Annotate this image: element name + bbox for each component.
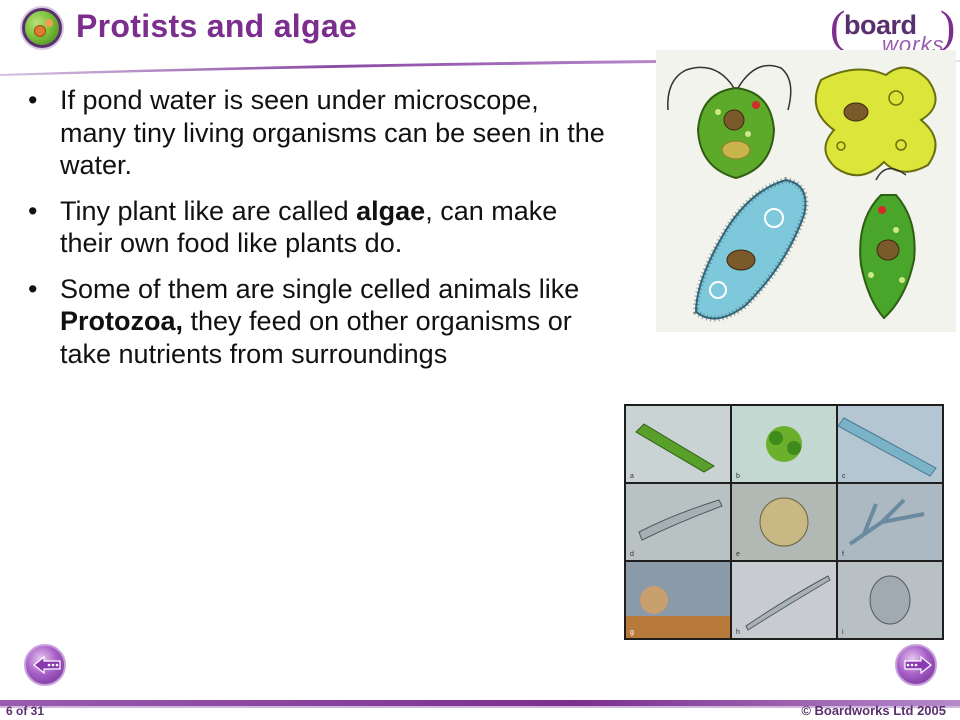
left-arrow-icon — [33, 656, 61, 674]
bullet-item: • Tiny plant like are called algae, can … — [28, 195, 558, 259]
algae-micrograph-grid: a b c d e f g h i — [624, 404, 944, 640]
micrograph-panel-f: f — [838, 484, 942, 560]
next-slide-button[interactable] — [895, 644, 937, 686]
micrograph-panel-e: e — [732, 484, 836, 560]
paramecium-drawing — [692, 176, 809, 322]
micrograph-label: a — [630, 473, 634, 480]
svg-text:e: e — [736, 551, 740, 558]
micrograph-panel-h: h — [732, 562, 836, 638]
micrograph-panel-c: c — [837, 406, 942, 482]
micrograph-panel-g: g — [626, 562, 730, 638]
footer-divider — [0, 706, 960, 708]
right-arrow-icon — [904, 656, 932, 674]
micrograph-panel-a: a — [626, 406, 730, 482]
bullet-item: • Some of them are single celled animals… — [28, 273, 580, 369]
svg-text:h: h — [736, 629, 740, 636]
page-title: Protists and algae — [76, 8, 358, 44]
micrograph-panel-d: d — [626, 484, 730, 560]
svg-text:g: g — [630, 629, 634, 636]
page-number: 6 of 31 — [6, 704, 45, 718]
amoeba-drawing — [814, 66, 937, 177]
copyright-text: © Boardworks Ltd 2005 — [801, 703, 946, 718]
topic-logo-icon — [22, 8, 62, 48]
chlamydomonas-drawing — [667, 64, 792, 180]
micrograph-panel-b: b — [732, 406, 836, 482]
svg-text:b: b — [736, 473, 740, 480]
euglena-drawing — [859, 167, 916, 320]
svg-text:d: d — [630, 551, 634, 558]
bullet-item: • If pond water is seen under microscope… — [28, 85, 605, 180]
bullet-list: • If pond water is seen under microscope… — [26, 84, 606, 383]
micrograph-panel-i: i — [838, 562, 942, 638]
svg-text:i: i — [842, 629, 844, 636]
svg-text:f: f — [842, 551, 844, 558]
previous-slide-button[interactable] — [24, 644, 66, 686]
protist-illustration — [656, 50, 956, 332]
boardworks-logo: ( board works ) — [830, 1, 956, 57]
svg-text:c: c — [842, 473, 846, 480]
footer-bar — [0, 700, 960, 706]
